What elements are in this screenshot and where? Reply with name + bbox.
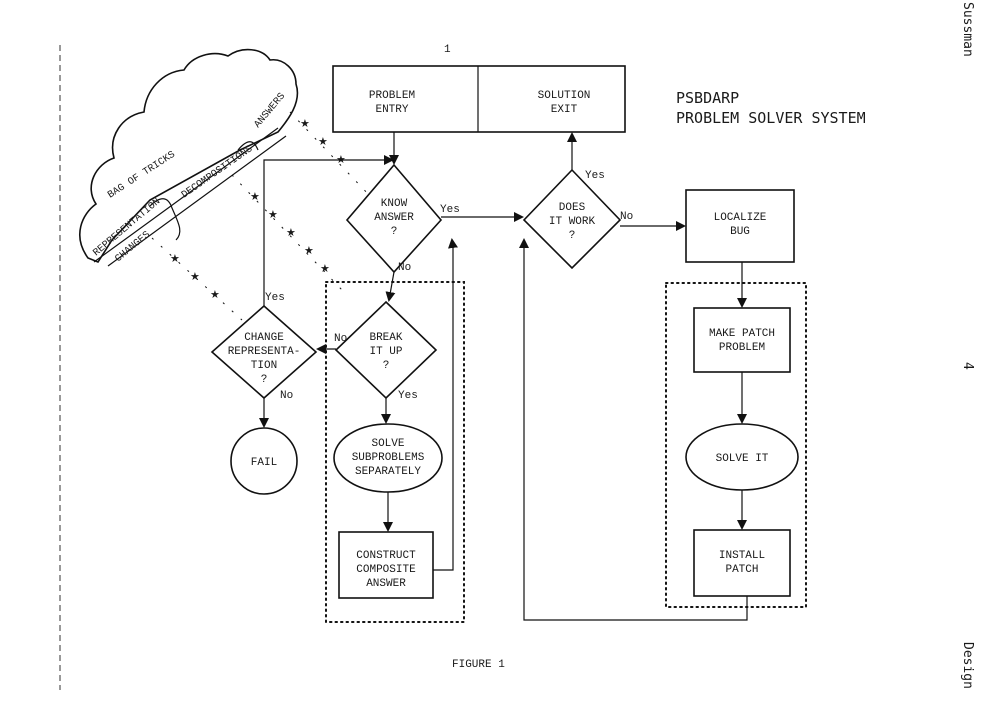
know-answer-line-1: KNOW: [381, 198, 408, 210]
svg-text:★: ★: [268, 208, 278, 221]
svg-text:★: ★: [304, 244, 314, 257]
solution-exit-line-2: EXIT: [551, 104, 578, 116]
break-it-up-decision: BREAK IT UP ?: [334, 300, 438, 400]
install-patch-line-2: PATCH: [725, 564, 758, 576]
entry-exit-box: PROBLEM ENTRY SOLUTION EXIT: [332, 65, 626, 133]
svg-text:★: ★: [286, 226, 296, 239]
problem-entry-line-1: PROBLEM: [369, 90, 415, 102]
change-rep-line-2: REPRESENTA-: [228, 346, 301, 358]
localize-bug-box: LOCALIZE BUG: [685, 189, 795, 263]
decomposition-group-box: [325, 281, 465, 623]
does-it-work-decision: DOES IT WORK ?: [522, 168, 622, 270]
patch-group-box: [665, 282, 807, 608]
change-rep-line-3: TION: [251, 360, 277, 372]
title-line-2: PROBLEM SOLVER SYSTEM: [676, 109, 866, 127]
know-answer-line-3: ?: [391, 226, 398, 238]
margin-design: Design: [960, 642, 975, 689]
change-no-label: No: [280, 390, 293, 402]
change-rep-line-1: CHANGE: [244, 332, 284, 344]
break-it-up-line-1: BREAK: [369, 332, 402, 344]
bag-of-tricks-cloud: BAG OF TRICKS REPRESENTATION CHANGES DEC…: [79, 48, 299, 267]
localize-bug-line-1: LOCALIZE: [714, 212, 767, 224]
construct-line-2: COMPOSITE: [356, 564, 416, 576]
break-no-label: No: [334, 333, 347, 345]
top-mark: 1: [444, 44, 451, 56]
star-link-representation: ★ ★ ★: [151, 237, 243, 321]
fail-label: FAIL: [251, 457, 277, 469]
make-patch-line-2: PROBLEM: [719, 342, 765, 354]
construct-line-1: CONSTRUCT: [356, 550, 416, 562]
work-yes-label: Yes: [585, 170, 605, 182]
break-it-up-line-3: ?: [383, 360, 390, 372]
svg-text:★: ★: [170, 252, 180, 265]
construct-line-3: ANSWER: [366, 578, 406, 590]
make-patch-box: MAKE PATCH PROBLEM: [693, 307, 791, 373]
solve-sub-line-3: SEPARATELY: [355, 466, 421, 478]
change-yes-label: Yes: [265, 292, 285, 304]
localize-bug-line-2: BUG: [730, 226, 750, 238]
margin-sussman: Sussman: [960, 2, 975, 57]
make-patch-line-1: MAKE PATCH: [709, 328, 775, 340]
break-it-up-line-2: IT UP: [369, 346, 402, 358]
svg-text:★: ★: [318, 135, 328, 148]
solve-it-label: SOLVE IT: [716, 453, 769, 465]
flow-connectors: [259, 132, 748, 621]
star-link-decompositions: ★ ★ ★ ★ ★: [231, 174, 343, 291]
svg-text:★: ★: [300, 117, 310, 130]
svg-text:★: ★: [250, 190, 260, 203]
solve-it-node: SOLVE IT: [685, 423, 799, 491]
know-no-label: No: [398, 262, 411, 274]
figure-caption: FIGURE 1: [452, 659, 505, 671]
solve-sub-line-1: SOLVE: [371, 438, 404, 450]
problem-entry-line-2: ENTRY: [375, 104, 408, 116]
title-line-1: PSBDARP: [676, 89, 739, 107]
svg-text:★: ★: [210, 288, 220, 301]
construct-answer-box: CONSTRUCT COMPOSITE ANSWER: [338, 531, 434, 599]
install-patch-line-1: INSTALL: [719, 550, 765, 562]
install-patch-box: INSTALL PATCH: [693, 529, 791, 597]
know-answer-line-2: ANSWER: [374, 212, 414, 224]
solution-exit-line-1: SOLUTION: [538, 90, 591, 102]
does-it-work-line-3: ?: [569, 230, 576, 242]
svg-text:★: ★: [190, 270, 200, 283]
fail-terminal: FAIL: [230, 427, 298, 495]
change-rep-line-4: ?: [261, 374, 268, 386]
know-yes-label: Yes: [440, 204, 460, 216]
does-it-work-line-2: IT WORK: [549, 216, 596, 228]
svg-text:★: ★: [320, 262, 330, 275]
know-answer-decision: KNOW ANSWER ?: [345, 163, 443, 274]
break-yes-label: Yes: [398, 390, 418, 402]
solve-subproblems-node: SOLVE SUBPROBLEMS SEPARATELY: [333, 423, 443, 493]
work-no-label: No: [620, 211, 633, 223]
does-it-work-line-1: DOES: [559, 202, 586, 214]
change-representation-decision: CHANGE REPRESENTA- TION ?: [210, 304, 318, 400]
margin-page-number: 4: [960, 362, 975, 370]
solve-sub-line-2: SUBPROBLEMS: [352, 452, 425, 464]
